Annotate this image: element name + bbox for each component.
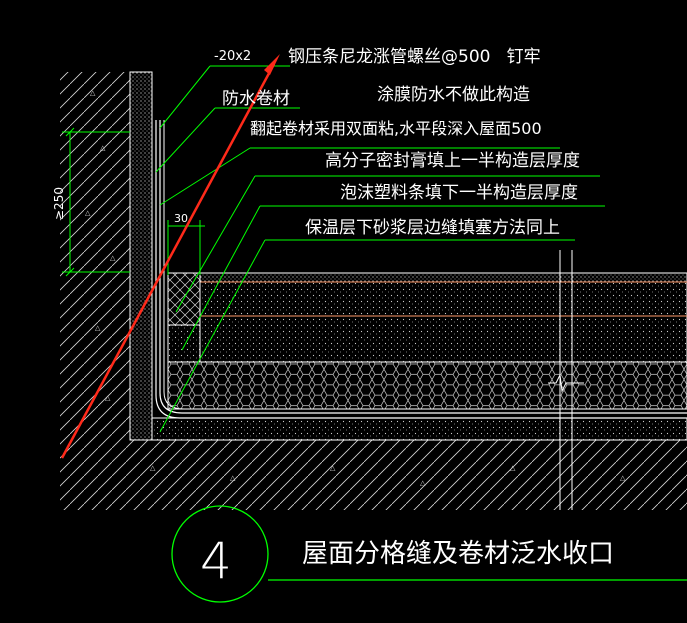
foam-note: 泡沫塑料条填下一半构造层厚度 (340, 183, 578, 203)
membrane-label: 防水卷材 (222, 89, 290, 109)
svg-text:△: △ (230, 474, 236, 482)
wall-concrete (60, 72, 130, 440)
sealant-note: 高分子密封膏填上一半构造层厚度 (325, 150, 580, 171)
svg-text:△: △ (105, 394, 111, 402)
surface-band (199, 272, 687, 283)
leader-lines (155, 65, 605, 433)
coating-note: 涂膜防水不做此构造 (377, 85, 530, 105)
dim-height-label: ≥250 (52, 187, 66, 220)
svg-text:△: △ (620, 474, 626, 482)
rebar-label: -20x2 (214, 49, 251, 64)
red-annotation-arrow (60, 63, 276, 459)
svg-text:△: △ (110, 254, 116, 262)
detail-title: 屋面分格缝及卷材泛水收口 (302, 539, 614, 569)
dim-gap-label: 30 (174, 212, 188, 225)
svg-text:△: △ (100, 144, 106, 152)
svg-text:△: △ (95, 324, 101, 332)
insulation-layer (167, 361, 687, 410)
svg-text:△: △ (420, 479, 426, 487)
membrane-turnup (155, 120, 687, 419)
wall-plaster (129, 71, 153, 441)
turnup-note: 翻起卷材采用双面粘,水平段深入屋面500 (250, 119, 542, 138)
aggregate-marks: △ △ △ △ △ △ △ △ △ △ △ △ (85, 89, 626, 487)
break-mark (548, 373, 584, 393)
arrow-head-icon (264, 54, 280, 75)
svg-text:△: △ (330, 464, 336, 472)
foam-fill (167, 324, 201, 363)
svg-text:△: △ (150, 464, 156, 472)
mortar-layer (199, 315, 687, 363)
insulation-note: 保温层下砂浆层边缝填塞方法同上 (305, 218, 560, 238)
svg-text:△: △ (85, 209, 91, 217)
detail-number: 4 (200, 532, 232, 590)
detail-number-circle (171, 505, 269, 603)
slab-screed (151, 417, 687, 441)
svg-text:△: △ (90, 89, 96, 97)
roof-slab (60, 440, 687, 510)
svg-text:△: △ (510, 464, 516, 472)
screed-layer (199, 281, 687, 317)
nail-label: 钢压条尼龙涨管螺丝@500 钉牢 (288, 47, 541, 67)
